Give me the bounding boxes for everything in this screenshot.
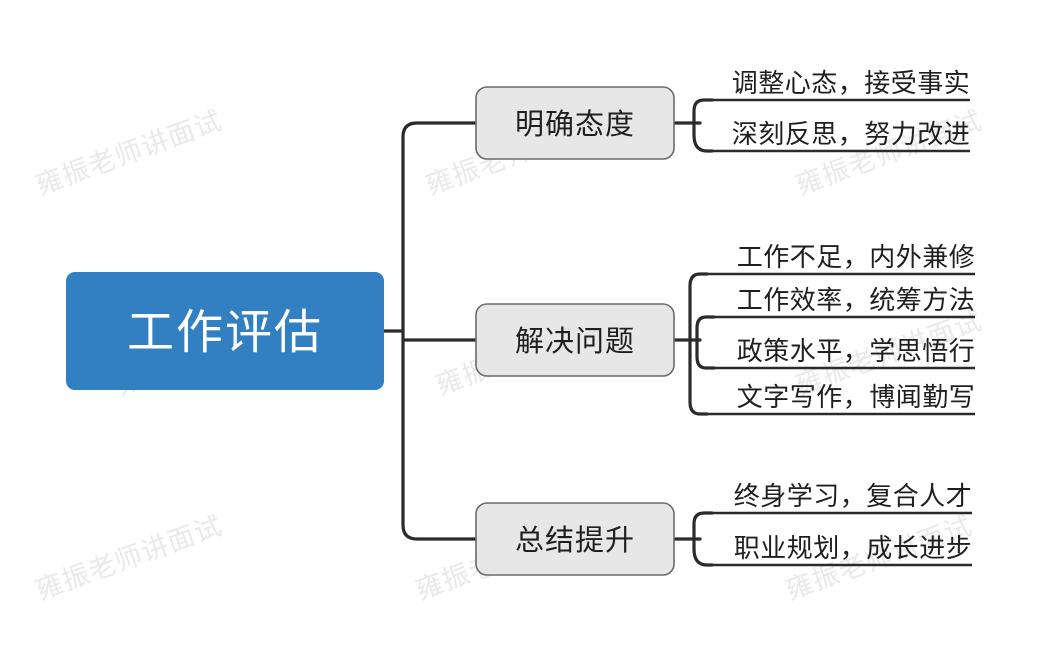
edge-trunk-branch-1 xyxy=(401,121,478,333)
leaf-label-2-2: 工作效率，统筹方法 xyxy=(737,286,976,316)
leaf-label-2-3: 政策水平，学思悟行 xyxy=(737,337,976,367)
leaf-label-2-4: 文字写作，博闻勤写 xyxy=(737,383,976,413)
branch-node-label-1: 明确态度 xyxy=(515,107,635,141)
branch-node-label-2: 解决问题 xyxy=(515,324,635,358)
bracket-branch-3 xyxy=(692,511,714,567)
branch-node-box-2[interactable] xyxy=(475,303,675,377)
root-node-box[interactable] xyxy=(66,272,384,390)
edge-trunk-branch-3 xyxy=(401,338,478,541)
bracket-branch-2-inner xyxy=(695,315,716,370)
branch-node-box-3[interactable] xyxy=(475,502,675,576)
leaf-label-3-1: 终身学习，复合人才 xyxy=(734,482,973,512)
branch-node-label-3: 总结提升 xyxy=(515,523,635,557)
root-node-label: 工作评估 xyxy=(127,306,323,361)
leaf-label-1-1: 调整心态，接受事实 xyxy=(732,69,971,99)
leaf-label-1-2: 深刻反思，努力改进 xyxy=(732,120,971,150)
branch-node-box-1[interactable] xyxy=(475,86,675,160)
bracket-branch-2-outer xyxy=(688,272,709,416)
leaf-label-2-1: 工作不足，内外兼修 xyxy=(737,243,976,273)
leaf-label-3-2: 职业规划，成长进步 xyxy=(734,534,973,564)
bracket-branch-1 xyxy=(692,98,714,153)
